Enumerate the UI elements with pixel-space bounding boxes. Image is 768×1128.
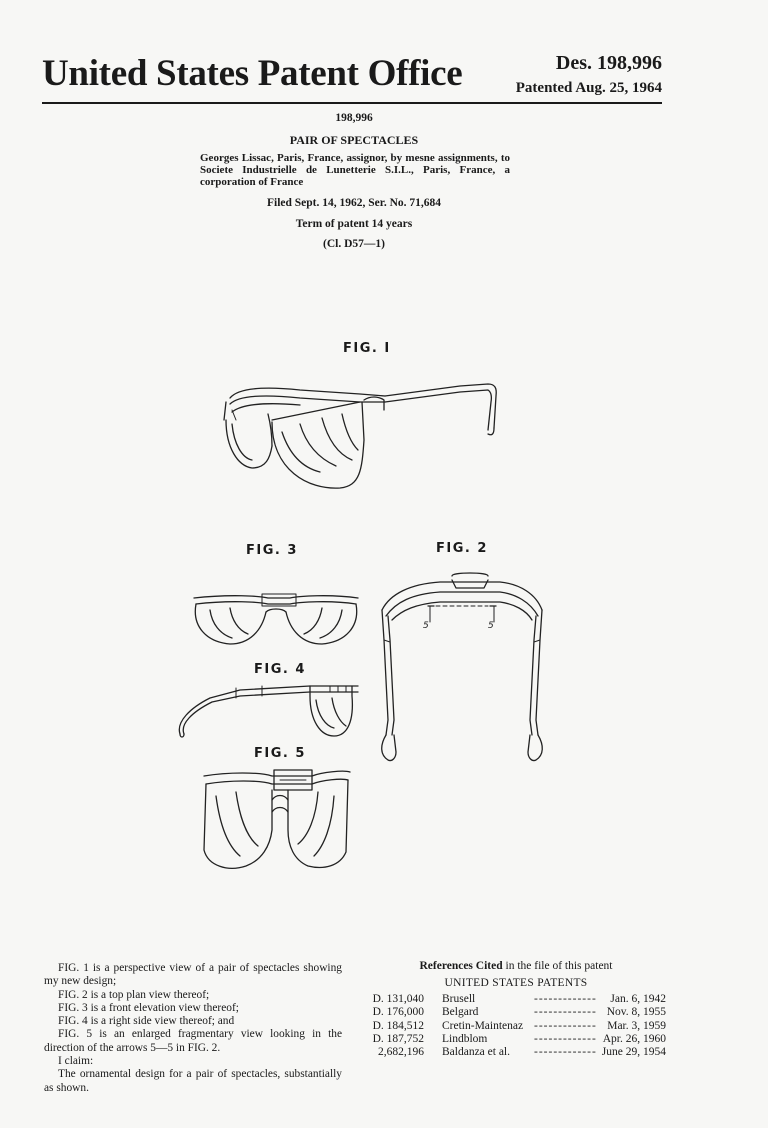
fig2-drawing xyxy=(382,573,543,761)
patented-date: Patented Aug. 25, 1964 xyxy=(516,80,662,97)
office-title: United States Patent Office xyxy=(42,52,462,95)
references-title: References Cited in the file of this pat… xyxy=(380,960,652,972)
reference-name: Baldanza et al. xyxy=(442,1046,534,1059)
reference-number: 2,682,196 xyxy=(360,1046,442,1059)
figure-description: FIG. 1 is a perspective view of a pair o… xyxy=(44,962,342,1095)
reference-name: Cretin-Maintenaz xyxy=(442,1020,534,1033)
references-title-rest: in the file of this patent xyxy=(503,960,613,972)
reference-name: Brusell xyxy=(442,993,534,1006)
header-rule xyxy=(42,102,662,104)
leader-dashes: ------------------------------ xyxy=(534,1006,596,1019)
description-p4: FIG. 4 is a right side view thereof; and xyxy=(44,1015,342,1028)
fig4-drawing xyxy=(179,686,358,737)
references-title-bold: References Cited xyxy=(419,960,502,972)
claim-text: The ornamental design for a pair of spec… xyxy=(44,1068,342,1095)
fig1-label: FIG. I xyxy=(343,341,391,356)
patent-number: 198,996 xyxy=(204,112,504,124)
reference-date: June 29, 1954 xyxy=(596,1046,666,1059)
description-p3: FIG. 3 is a front elevation view thereof… xyxy=(44,1002,342,1015)
reference-number: D. 184,512 xyxy=(360,1020,442,1033)
description-p1: FIG. 1 is a perspective view of a pair o… xyxy=(44,962,342,989)
term-line: Term of patent 14 years xyxy=(204,218,504,230)
leader-dashes: ------------------------------ xyxy=(534,993,596,1006)
reference-number: D. 187,752 xyxy=(360,1033,442,1046)
filed-line: Filed Sept. 14, 1962, Ser. No. 71,684 xyxy=(204,197,504,209)
description-p5: FIG. 5 is an enlarged fragmentary view l… xyxy=(44,1028,342,1055)
reference-name: Belgard xyxy=(442,1006,534,1019)
fig3-label: FIG. 3 xyxy=(246,543,298,558)
reference-number: D. 131,040 xyxy=(360,993,442,1006)
leader-dashes: ------------------------------ xyxy=(534,1020,596,1033)
fig2-label: FIG. 2 xyxy=(436,541,488,556)
reference-row: 2,682,196 Baldanza et al. --------------… xyxy=(360,1046,666,1059)
fig5-drawing xyxy=(204,770,350,868)
section-mark-right: 5 xyxy=(488,621,494,631)
reference-date: Apr. 26, 1960 xyxy=(596,1033,666,1046)
design-number: Des. 198,996 xyxy=(556,52,662,75)
reference-date: Jan. 6, 1942 xyxy=(596,993,666,1006)
reference-row: D. 131,040 Brusell ---------------------… xyxy=(360,993,666,1006)
leader-dashes: ------------------------------ xyxy=(534,1046,596,1059)
reference-date: Nov. 8, 1955 xyxy=(596,1006,666,1019)
references-subtitle: UNITED STATES PATENTS xyxy=(380,977,652,989)
claim-label: I claim: xyxy=(44,1055,342,1068)
reference-row: D. 184,512 Cretin-Maintenaz ------------… xyxy=(360,1020,666,1033)
reference-number: D. 176,000 xyxy=(360,1006,442,1019)
reference-name: Lindblom xyxy=(442,1033,534,1046)
section-mark-left: 5 xyxy=(423,621,429,631)
classification-line: (Cl. D57—1) xyxy=(204,238,504,250)
reference-row: D. 187,752 Lindblom --------------------… xyxy=(360,1033,666,1046)
patent-title: PAIR OF SPECTACLES xyxy=(204,133,504,148)
references-table: D. 131,040 Brusell ---------------------… xyxy=(360,993,666,1059)
inventor-block: Georges Lissac, Paris, France, assignor,… xyxy=(200,152,510,188)
fig3-drawing xyxy=(194,594,358,644)
fig5-label: FIG. 5 xyxy=(254,746,306,761)
fig4-label: FIG. 4 xyxy=(254,662,306,677)
leader-dashes: ------------------------------ xyxy=(534,1033,596,1046)
reference-date: Mar. 3, 1959 xyxy=(596,1020,666,1033)
reference-row: D. 176,000 Belgard ---------------------… xyxy=(360,1006,666,1019)
description-p2: FIG. 2 is a top plan view thereof; xyxy=(44,989,342,1002)
fig1-drawing xyxy=(224,384,496,488)
